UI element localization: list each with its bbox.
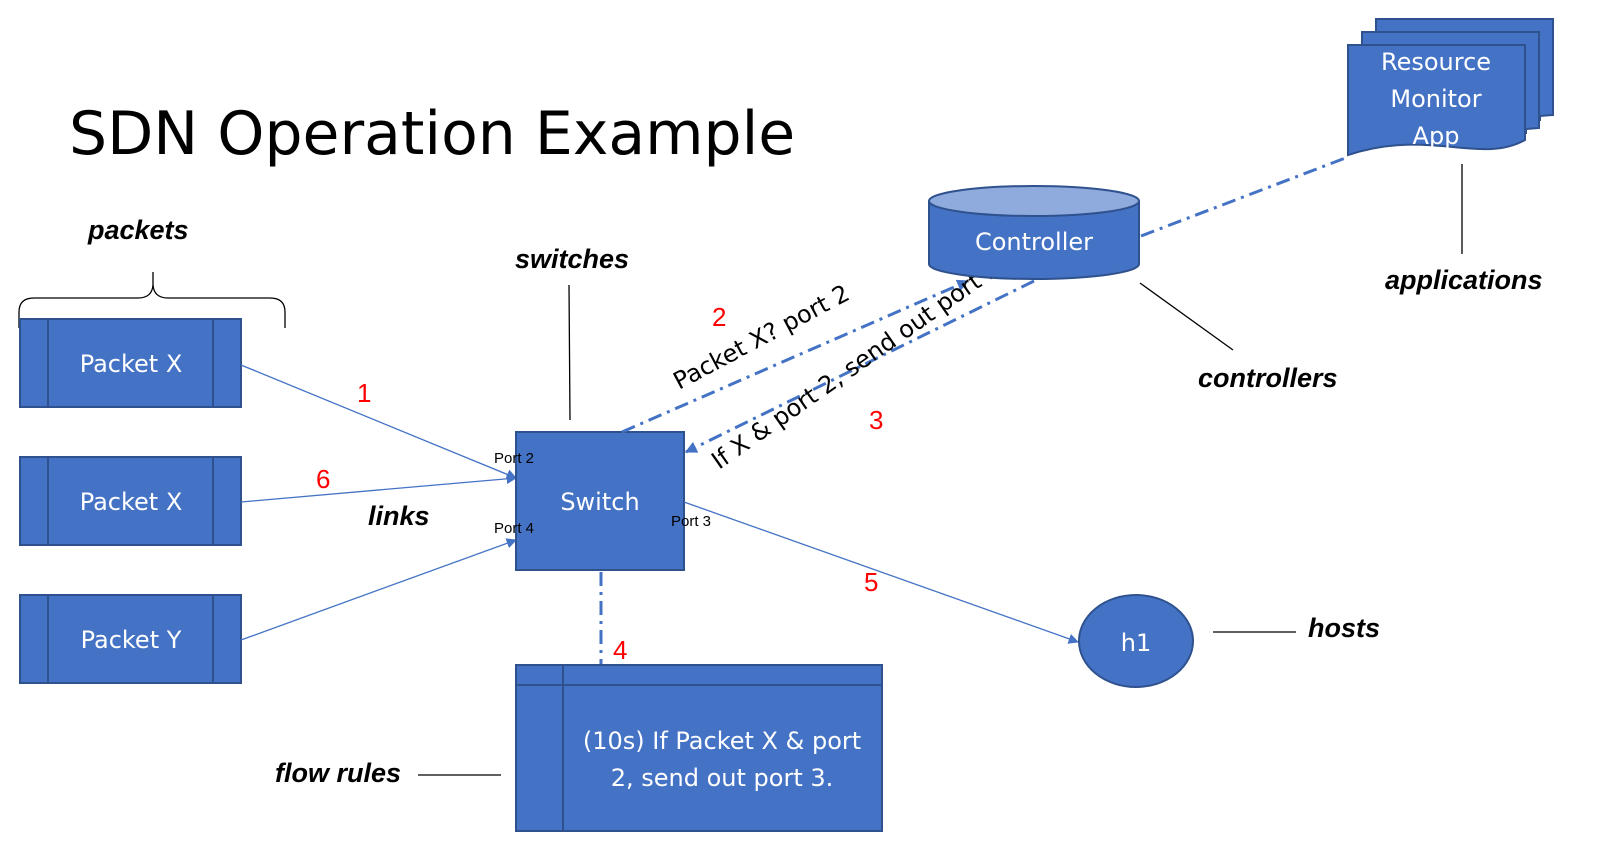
packet-label: Packet Y: [81, 626, 182, 654]
link-5: [683, 501, 1079, 644]
page-title: SDN Operation Example: [69, 99, 795, 169]
switch-label: Switch: [560, 488, 639, 516]
link-6: [240, 473, 518, 503]
step-number-1: 1: [357, 378, 371, 408]
switches-label: switches: [515, 244, 629, 274]
applications-label: applications: [1385, 265, 1543, 295]
controller-node[interactable]: Controller: [928, 185, 1140, 280]
port-4-label: Port 4: [494, 520, 534, 537]
flow-mod-message: If X & port 2, send out port 3.: [706, 250, 1011, 475]
link-packet-y: [240, 538, 517, 641]
host-label: h1: [1121, 629, 1151, 657]
step-number-2: 2: [712, 302, 726, 332]
step-number-3: 3: [869, 405, 883, 435]
packet-in-arrow: [621, 279, 970, 434]
controllers-callout-line: [1139, 282, 1234, 351]
packet-box-3[interactable]: Packet Y: [19, 594, 242, 684]
app-label-line-1: Resource: [1381, 48, 1491, 76]
flow-rule-box[interactable]: (10s) If Packet X & port 2, send out por…: [515, 664, 883, 832]
packets-brace: [18, 272, 286, 328]
step-number-5: 5: [864, 567, 878, 597]
flow-rules-label: flow rules: [275, 758, 401, 788]
flow-mod-arrow: [684, 279, 1035, 454]
packet-label: Packet X: [80, 488, 183, 516]
packet-box-1[interactable]: Packet X: [19, 318, 242, 408]
app-label-line-3: App: [1413, 122, 1460, 150]
packets-label: packets: [87, 215, 189, 245]
hosts-label: hosts: [1308, 613, 1380, 643]
port-2-label: Port 2: [494, 450, 534, 467]
host-h1[interactable]: h1: [1078, 594, 1194, 688]
flow-rule-line-2: 2, send out port 3.: [611, 764, 834, 792]
switch-node[interactable]: Switch: [515, 431, 685, 571]
packet-box-2[interactable]: Packet X: [19, 456, 242, 546]
controller-label: Controller: [975, 228, 1093, 256]
packet-label: Packet X: [80, 350, 183, 378]
port-3-label: Port 3: [671, 513, 711, 530]
link-1: [240, 364, 517, 480]
resource-monitor-app[interactable]: Resource Monitor App: [1347, 18, 1554, 157]
switches-callout-line: [568, 284, 571, 421]
step-number-6: 6: [316, 464, 330, 494]
flow-rule-line-1: (10s) If Packet X & port: [583, 727, 861, 755]
app-label-line-2: Monitor: [1390, 85, 1481, 113]
controller-app-link: [1140, 155, 1349, 238]
links-label: links: [368, 501, 430, 531]
step-number-4: 4: [613, 635, 627, 665]
controllers-label: controllers: [1198, 363, 1338, 393]
